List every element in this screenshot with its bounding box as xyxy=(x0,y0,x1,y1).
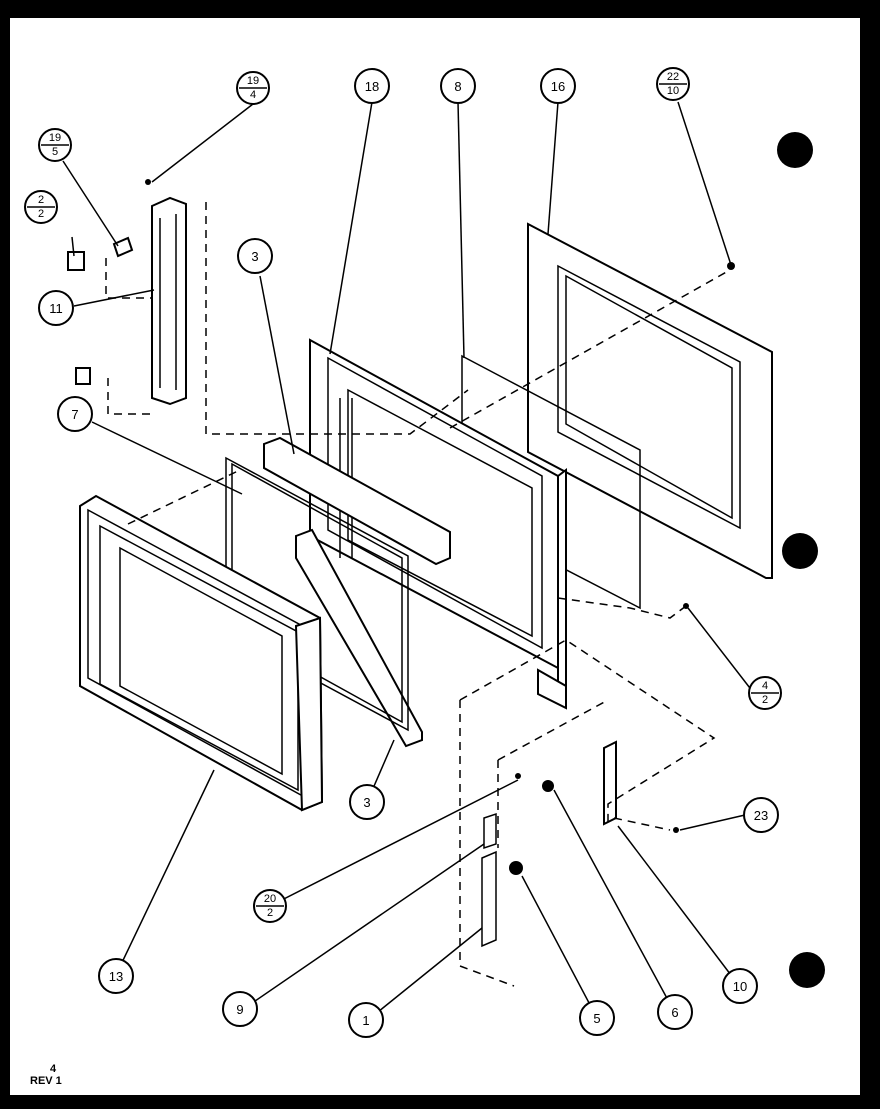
latch-block-part xyxy=(67,251,85,271)
callout-10: 10 xyxy=(722,968,758,1004)
screw-part xyxy=(673,827,679,833)
punch-hole xyxy=(789,952,825,988)
callout-label: 1 xyxy=(362,1013,369,1028)
callout-5: 5 xyxy=(579,1000,615,1036)
callout-1: 1 xyxy=(348,1002,384,1038)
page-number: 4 xyxy=(50,1063,57,1075)
diagram-sheet: 19 4 19 5 2 2 11 7 3 18 8 16 22 10 xyxy=(10,18,860,1095)
callout-label: 13 xyxy=(109,969,123,984)
exploded-parts-diagram: 19 4 19 5 2 2 11 7 3 18 8 16 22 10 xyxy=(24,67,825,1038)
latch-pin-part xyxy=(112,236,134,258)
callout-19-4: 19 4 xyxy=(236,71,270,105)
callout-label: 18 xyxy=(365,79,379,94)
callout-label: 10 xyxy=(733,979,747,994)
callout-label: 23 xyxy=(754,808,768,823)
callout-13: 13 xyxy=(98,958,134,994)
callout-18: 18 xyxy=(354,68,390,104)
callout-label: 3 xyxy=(251,249,258,264)
latch-block-lower-part xyxy=(75,367,91,385)
callout-16: 16 xyxy=(540,68,576,104)
front-door-part xyxy=(79,494,324,812)
spring-part xyxy=(509,861,523,875)
inner-door-frame-part xyxy=(309,338,567,710)
callout-label: 9 xyxy=(236,1002,243,1017)
choke-bar-lower-part xyxy=(295,528,423,748)
screw-part xyxy=(145,179,151,185)
callout-label: 11 xyxy=(49,301,63,316)
callout-label: 7 xyxy=(71,407,78,422)
callout-9: 9 xyxy=(222,991,258,1027)
screw-part xyxy=(515,773,521,779)
callout-label: 8 xyxy=(454,79,461,94)
callout-label: 6 xyxy=(671,1005,678,1020)
callout-label: 5 xyxy=(593,1011,600,1026)
callout-6: 6 xyxy=(657,994,693,1030)
callout-4-2: 4 2 xyxy=(748,676,782,710)
callout-top: 20 xyxy=(264,893,276,905)
punch-hole xyxy=(777,132,813,168)
callout-bottom: 2 xyxy=(38,208,44,220)
callout-bottom: 4 xyxy=(250,89,256,101)
callout-bottom: 2 xyxy=(267,907,273,919)
hinge-bracket-part xyxy=(603,740,617,826)
callout-3-upper: 3 xyxy=(237,238,273,274)
callout-7: 7 xyxy=(57,396,93,432)
callout-top: 2 xyxy=(38,194,44,206)
callout-19-5: 19 5 xyxy=(38,128,72,162)
page-footer: 4 REV 1 xyxy=(30,1063,62,1087)
callout-11: 11 xyxy=(38,290,74,326)
callout-label: 16 xyxy=(551,79,565,94)
rear-frame-part xyxy=(527,222,773,579)
hinge-pin-part xyxy=(542,780,554,792)
callout-22-10: 22 10 xyxy=(656,67,690,101)
callout-top: 19 xyxy=(49,132,61,144)
latch-bracket-part xyxy=(151,196,187,406)
callout-bottom: 2 xyxy=(762,694,768,706)
choke-bar-upper-part xyxy=(263,436,451,566)
callout-top: 19 xyxy=(247,75,259,87)
callout-8: 8 xyxy=(440,68,476,104)
revision-label: REV 1 xyxy=(30,1075,62,1087)
callout-label: 3 xyxy=(363,795,370,810)
callout-3-lower: 3 xyxy=(349,784,385,820)
callout-top: 22 xyxy=(667,71,679,83)
callout-20-2: 20 2 xyxy=(253,889,287,923)
callout-bottom: 5 xyxy=(52,146,58,158)
callout-2-2: 2 2 xyxy=(24,190,58,224)
callout-bottom: 10 xyxy=(667,85,679,97)
punch-hole xyxy=(782,533,818,569)
callout-top: 4 xyxy=(762,680,768,692)
callout-23: 23 xyxy=(743,797,779,833)
